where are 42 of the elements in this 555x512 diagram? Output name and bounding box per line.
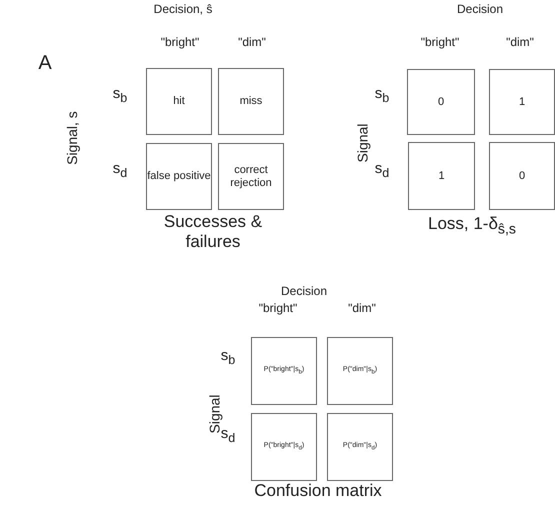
column-header: "dim" bbox=[506, 36, 534, 50]
cell-text: hit bbox=[173, 95, 185, 108]
row-header: s$_{d}$ bbox=[220, 425, 236, 446]
matrix-cell bbox=[218, 143, 284, 210]
row-header: s$_{b}$ bbox=[220, 347, 236, 368]
axis-title: Decision bbox=[280, 285, 328, 299]
cell-text: false positive bbox=[147, 170, 211, 183]
cell-text: miss bbox=[240, 95, 262, 108]
column-header: "dim" bbox=[348, 302, 376, 316]
axis-title: Signal bbox=[206, 394, 222, 434]
matrix-cell bbox=[408, 142, 475, 210]
cell-text: 0 bbox=[438, 96, 444, 108]
column-header: "bright" bbox=[258, 302, 298, 316]
axis-title: Signal bbox=[354, 124, 370, 162]
axis-title: Decision, ŝ bbox=[154, 3, 212, 17]
matrix-cell bbox=[251, 337, 317, 405]
axis-title: Signal, s bbox=[64, 111, 80, 165]
matrix-cell bbox=[251, 413, 317, 481]
axis-title: Decision bbox=[456, 3, 504, 17]
cell-text: 1 bbox=[438, 170, 445, 182]
column-header: "bright" bbox=[420, 36, 460, 50]
matrix-cell bbox=[146, 68, 212, 135]
row-header: s$_{b}$ bbox=[112, 85, 128, 106]
matrix-cell bbox=[327, 337, 393, 405]
matrix-cell bbox=[218, 68, 284, 135]
panel-caption: Loss, 1-δ$_{ŝ,s}$ bbox=[428, 214, 516, 238]
matrix-cell bbox=[327, 413, 393, 481]
cell-text: correct rejection bbox=[229, 164, 273, 190]
column-header: "bright" bbox=[160, 36, 200, 50]
row-header: s$_{b}$ bbox=[374, 85, 390, 106]
matrix-cell bbox=[489, 69, 555, 135]
cell-text: 0 bbox=[518, 170, 526, 182]
matrix-cell bbox=[407, 69, 475, 135]
row-header: s$_{d}$ bbox=[112, 160, 128, 180]
column-header: "dim" bbox=[238, 36, 266, 50]
panel-caption: Confusion matrix bbox=[254, 481, 382, 501]
panel-caption: Successes & failures bbox=[162, 212, 264, 252]
panel-letter: A bbox=[38, 52, 52, 75]
cell-text: 1 bbox=[518, 96, 526, 108]
matrix-cell bbox=[489, 142, 555, 210]
matrix-cell bbox=[146, 143, 212, 210]
row-header: s$_{d}$ bbox=[374, 160, 390, 180]
